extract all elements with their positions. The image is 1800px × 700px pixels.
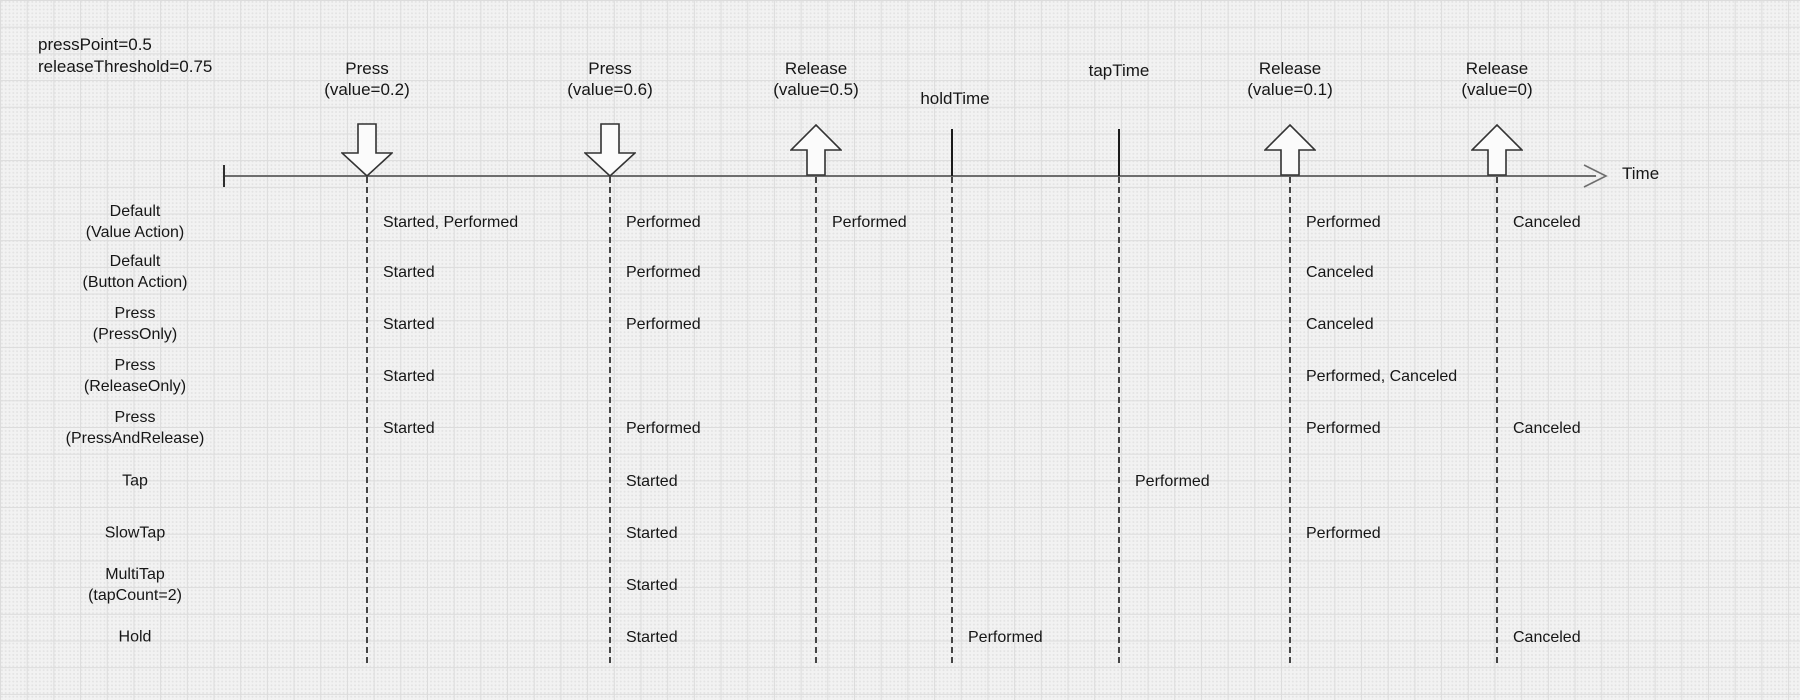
time-axis xyxy=(224,175,1596,177)
status-cell: Canceled xyxy=(1306,264,1374,281)
row-label-tap: Tap xyxy=(122,472,148,490)
status-cell: Started, Performed xyxy=(383,214,519,231)
status-cell: Started xyxy=(626,629,678,646)
event-label-release-05: Release(value=0.5) xyxy=(773,59,859,99)
event-column-line xyxy=(1289,177,1291,663)
event-column-line xyxy=(815,177,817,663)
event-label-release-01: Release(value=0.1) xyxy=(1247,59,1333,99)
status-cell: Started xyxy=(383,264,435,281)
row-label-press-pressonly: Press(PressOnly) xyxy=(92,305,178,343)
event-column-line xyxy=(609,177,611,663)
event-label-release-0: Release(value=0) xyxy=(1461,59,1533,99)
status-cell: Started xyxy=(626,473,678,490)
time-axis-label: Time xyxy=(1622,164,1660,183)
row-label-default-button-action: Default(Button Action) xyxy=(82,253,188,291)
status-cell: Performed xyxy=(626,316,701,333)
holdtime-tick xyxy=(951,129,953,176)
event-label-press-02: Press(value=0.2) xyxy=(324,59,410,99)
status-cell: Performed xyxy=(626,420,701,437)
row-label-press-pressandrelease: Press(PressAndRelease) xyxy=(65,409,205,447)
row-label-press-releaseonly: Press(ReleaseOnly) xyxy=(83,357,187,395)
status-cell: Started xyxy=(383,420,435,437)
status-cell: Performed xyxy=(1306,525,1381,542)
status-cell: Performed xyxy=(1306,214,1381,231)
arrow-up-icon xyxy=(1471,124,1523,176)
arrow-down-icon xyxy=(584,123,636,177)
press-point-value: pressPoint=0.5 xyxy=(38,35,152,54)
arrow-up-icon xyxy=(1264,124,1316,176)
axis-start-tick xyxy=(223,165,225,187)
status-cell: Started xyxy=(383,368,435,385)
event-column-line xyxy=(1118,177,1120,663)
status-cell: Performed xyxy=(1135,473,1210,490)
event-column-line xyxy=(951,177,953,663)
event-label-taptime: tapTime xyxy=(1088,61,1150,80)
status-cell: Performed xyxy=(626,214,701,231)
status-cell: Started xyxy=(626,525,678,542)
row-label-hold: Hold xyxy=(118,628,152,646)
event-label-press-06: Press(value=0.6) xyxy=(567,59,653,99)
release-threshold-value: releaseThreshold=0.75 xyxy=(38,57,213,76)
event-label-holdtime: holdTime xyxy=(920,89,990,108)
taptime-tick xyxy=(1118,129,1120,176)
event-column-line xyxy=(1496,177,1498,663)
status-cell: Canceled xyxy=(1306,316,1374,333)
arrow-down-icon xyxy=(341,123,393,177)
event-column-line xyxy=(366,177,368,663)
status-cell: Performed xyxy=(1306,420,1381,437)
axis-arrowhead-icon xyxy=(1583,164,1608,188)
arrow-up-icon xyxy=(790,124,842,176)
status-cell: Performed xyxy=(968,629,1043,646)
status-cell: Performed, Canceled xyxy=(1306,368,1458,385)
status-cell: Canceled xyxy=(1513,214,1581,231)
status-cell: Performed xyxy=(832,214,907,231)
status-cell: Started xyxy=(626,577,678,594)
status-cell: Started xyxy=(383,316,435,333)
parameters-note: pressPoint=0.5 releaseThreshold=0.75 xyxy=(38,34,212,78)
status-cell: Canceled xyxy=(1513,420,1581,437)
status-cell: Canceled xyxy=(1513,629,1581,646)
row-label-multitap: MultiTap(tapCount=2) xyxy=(88,566,182,604)
row-label-slowtap: SlowTap xyxy=(104,524,166,542)
status-cell: Performed xyxy=(626,264,701,281)
row-label-default-value-action: Default(Value Action) xyxy=(85,203,185,241)
